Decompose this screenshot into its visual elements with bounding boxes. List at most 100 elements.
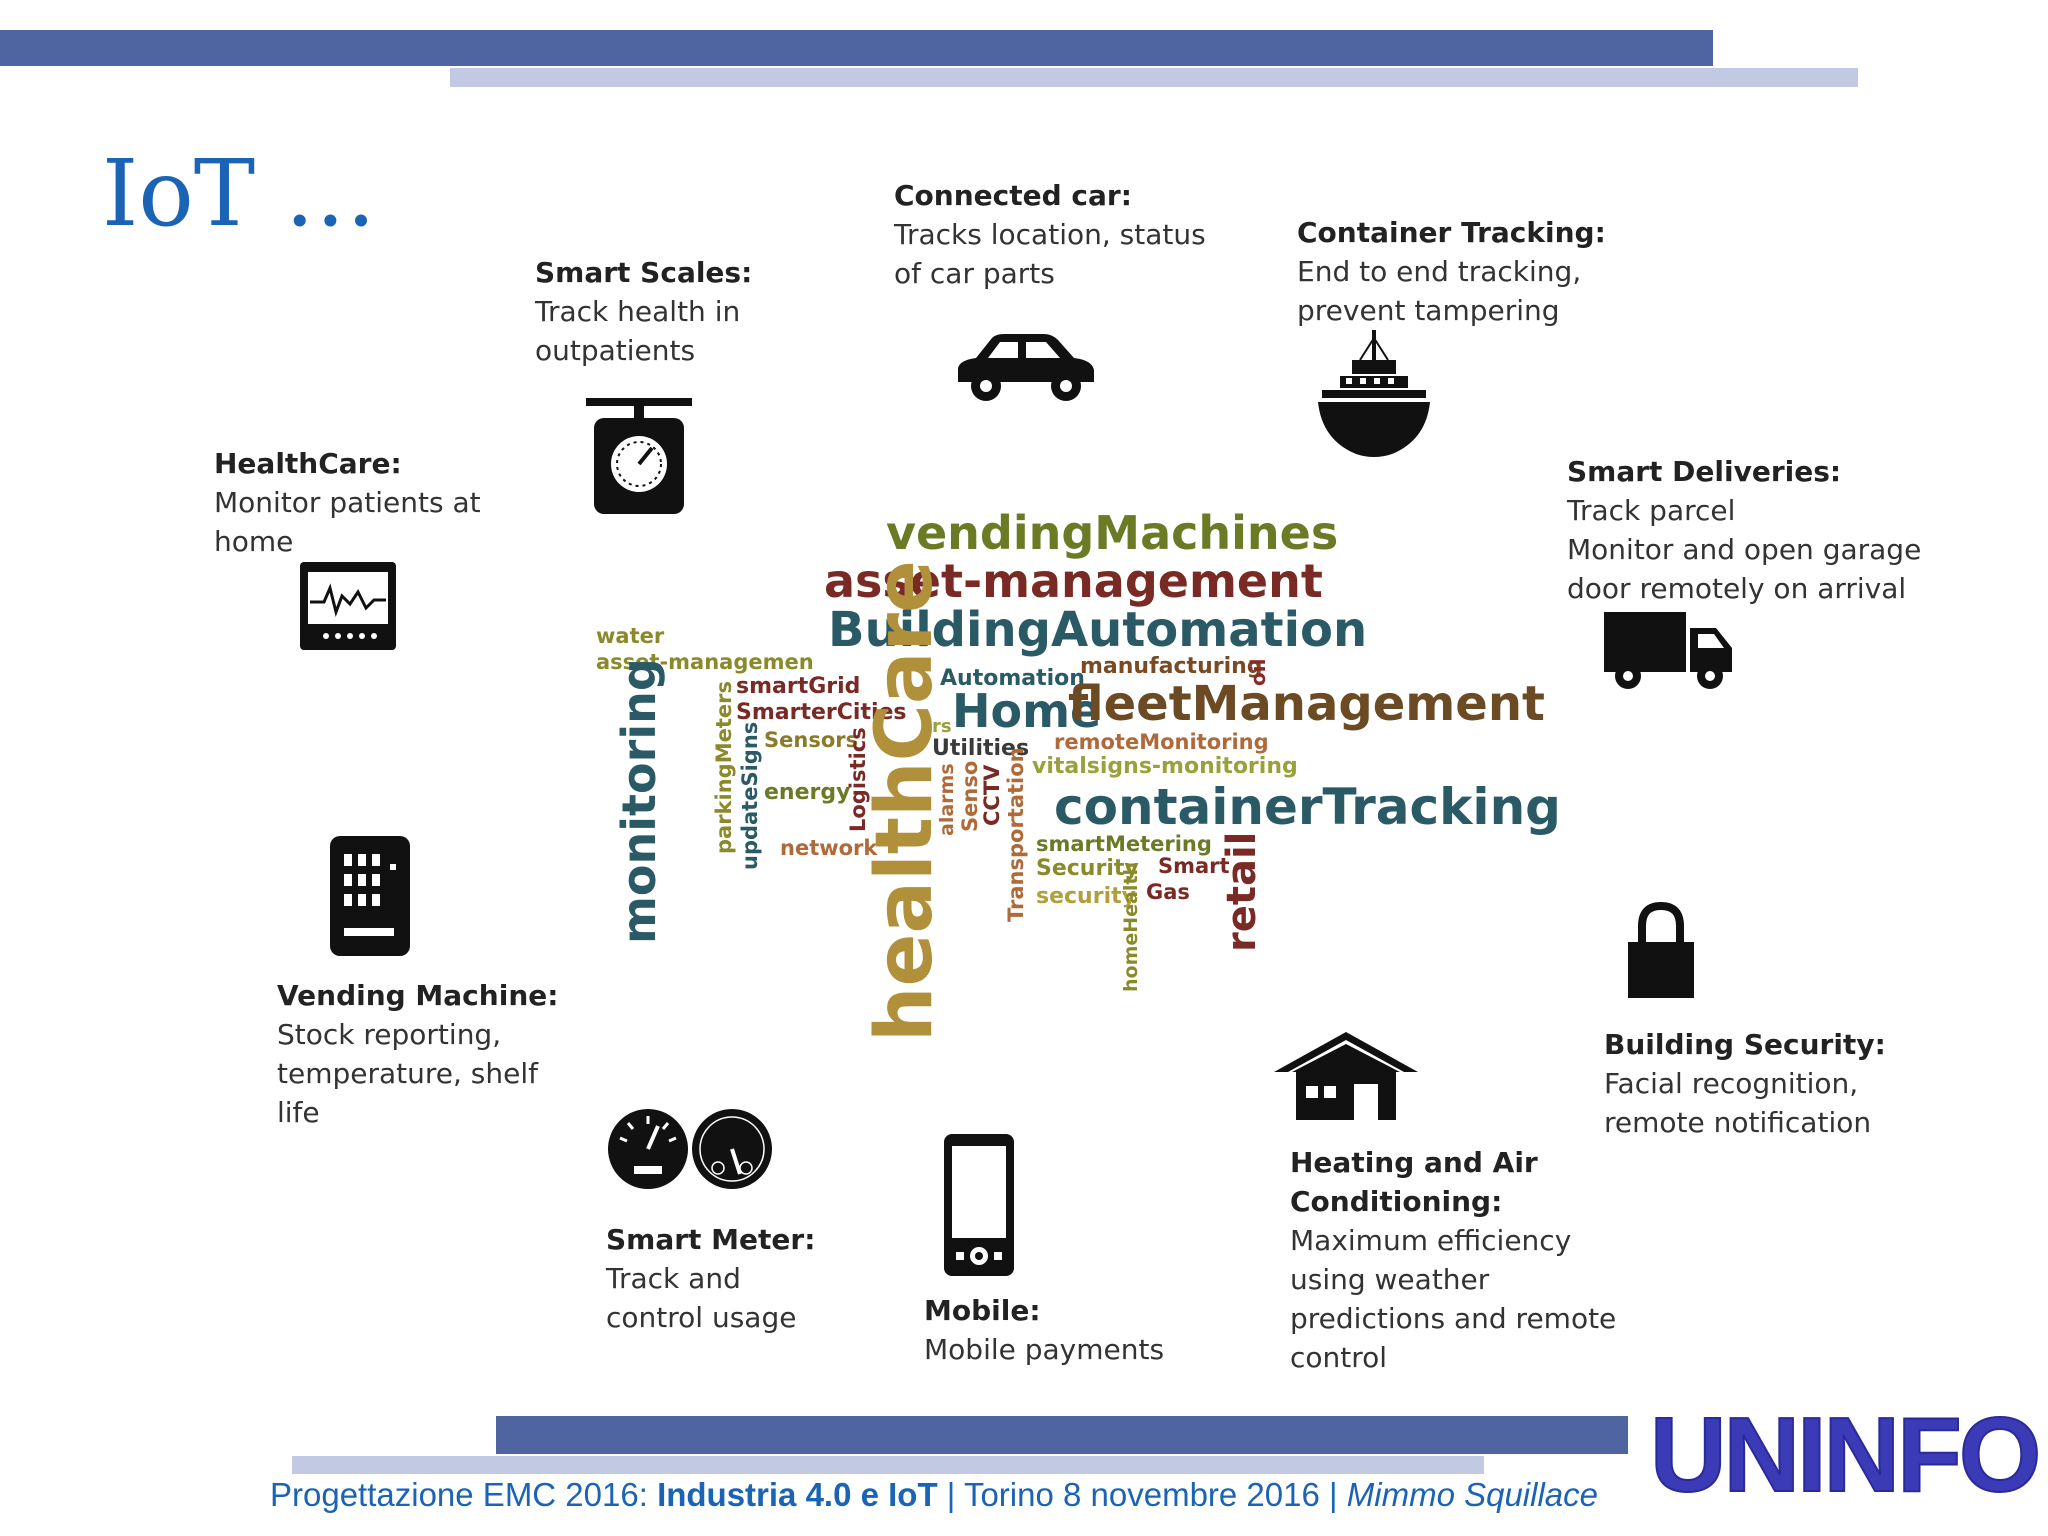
callout-building-security: Building Security: Facial recognition, r…	[1604, 1025, 1886, 1142]
callout-connected-car-line: Tracks location, status	[894, 218, 1206, 251]
callout-smart-meter-line: Track and	[606, 1262, 741, 1295]
callout-smart-scales-head: Smart Scales:	[535, 256, 753, 289]
callout-vending-machine-head: Vending Machine:	[277, 979, 559, 1012]
footer-bar-light	[292, 1456, 1484, 1474]
callout-hvac-line: predictions and remote	[1290, 1302, 1617, 1335]
callout-container-tracking-line: prevent tampering	[1297, 294, 1560, 327]
callout-container-tracking: Container Tracking: End to end tracking,…	[1297, 213, 1606, 330]
word-asset-management: asset-management	[824, 554, 1323, 608]
callout-container-tracking-head: Container Tracking:	[1297, 216, 1606, 249]
footer-prefix: Progettazione EMC 2016:	[270, 1476, 658, 1513]
callout-vending-machine-line: life	[277, 1096, 320, 1129]
word-security-cap: Security	[1036, 856, 1139, 881]
callout-hvac-line: control	[1290, 1341, 1388, 1374]
word-utilities: Utilities	[932, 736, 1030, 761]
callout-container-tracking-line: End to end tracking,	[1297, 255, 1582, 288]
word-healthcare: healthCare	[860, 560, 950, 1042]
callout-smart-meter-head: Smart Meter:	[606, 1223, 816, 1256]
callout-healthcare: HealthCare: Monitor patients at home	[214, 444, 481, 561]
word-senso: Senso	[958, 760, 982, 832]
callout-vending-machine-line: Stock reporting,	[277, 1018, 502, 1051]
callout-smart-meter: Smart Meter: Track and control usage	[606, 1220, 815, 1337]
callout-mobile-head: Mobile:	[924, 1294, 1041, 1327]
callout-hvac-line: using weather	[1290, 1263, 1490, 1296]
word-homehealth: homeHealth	[1120, 862, 1142, 992]
callout-hvac-head: Conditioning:	[1290, 1185, 1503, 1218]
callout-hvac-line: Maximum efficiency	[1290, 1224, 1572, 1257]
callout-vending-machine-line: temperature, shelf	[277, 1057, 538, 1090]
callout-smart-deliveries-line: Monitor and open garage	[1567, 533, 1922, 566]
callout-building-security-head: Building Security:	[1604, 1028, 1886, 1061]
word-smartmetering: smartMetering	[1036, 832, 1212, 856]
word-home: Home	[952, 684, 1102, 738]
callout-smart-meter-line: control usage	[606, 1301, 797, 1334]
word-containertracking: containerTracking	[1054, 778, 1561, 836]
meter-gauges-icon	[606, 1106, 772, 1192]
word-water: water	[596, 624, 665, 648]
house-icon	[1274, 1032, 1418, 1120]
heart-monitor-icon	[300, 562, 396, 650]
callout-building-security-line: remote notification	[1604, 1106, 1872, 1139]
callout-connected-car: Connected car: Tracks location, status o…	[894, 176, 1206, 293]
callout-smart-scales: Smart Scales: Track health in outpatient…	[535, 253, 752, 370]
word-smart: Smart	[1158, 854, 1230, 878]
header-bar-dark	[0, 30, 1713, 66]
callout-smart-deliveries: Smart Deliveries: Track parcel Monitor a…	[1567, 452, 1921, 608]
footer-bar-dark	[496, 1416, 1628, 1454]
word-asset-managemen: asset-managemen	[596, 650, 814, 674]
word-energy: energy	[764, 780, 851, 805]
callout-mobile: Mobile: Mobile payments	[924, 1291, 1164, 1369]
word-vitalsigns-monitoring: vitalsigns-monitoring	[1032, 754, 1298, 779]
ship-icon	[1316, 330, 1432, 460]
callout-vending-machine: Vending Machine: Stock reporting, temper…	[277, 976, 558, 1132]
header-bar-light	[450, 68, 1858, 87]
word-network: network	[780, 836, 878, 860]
callout-connected-car-head: Connected car:	[894, 179, 1132, 212]
callout-mobile-line: Mobile payments	[924, 1333, 1165, 1366]
scale-icon	[586, 398, 692, 514]
word-manufacturing: manufacturing	[1080, 654, 1263, 679]
callout-smart-deliveries-line: Track parcel	[1567, 494, 1736, 527]
slide-title: IoT …	[102, 140, 377, 247]
word-security: security	[1036, 884, 1136, 909]
word-buildingautomation: BuildingAutomation	[828, 602, 1368, 658]
callout-healthcare-line: Monitor patients at	[214, 486, 481, 519]
word-remotemonitoring: remoteMonitoring	[1054, 730, 1269, 754]
callout-smart-deliveries-line: door remotely on arrival	[1567, 572, 1907, 605]
word-updatesigns: updateSigns	[738, 721, 762, 870]
callout-smart-deliveries-head: Smart Deliveries:	[1567, 455, 1842, 488]
word-alarms: alarms	[936, 763, 958, 836]
vending-machine-icon	[330, 836, 410, 956]
word-parkingmeters: parkingMeters	[712, 681, 736, 854]
word-transportation: Transportation	[1004, 747, 1028, 922]
callout-hvac-head: Heating and Air	[1290, 1146, 1538, 1179]
word-smartgrid: smartGrid	[736, 674, 861, 699]
word-monitoring: monitoring	[612, 658, 666, 944]
callout-connected-car-line: of car parts	[894, 257, 1055, 290]
word-vendingmachines: vendingMachines	[886, 506, 1339, 560]
callout-building-security-line: Facial recognition,	[1604, 1067, 1859, 1100]
callout-healthcare-head: HealthCare:	[214, 447, 402, 480]
word-smartercities: SmarterCities	[736, 700, 907, 725]
word-rs: rs	[932, 716, 952, 737]
word-sensors: Sensors	[764, 728, 859, 752]
footer-text: Progettazione EMC 2016: Industria 4.0 e …	[270, 1476, 1598, 1514]
car-icon	[948, 332, 1098, 404]
word-cctv: CCTV	[980, 764, 1004, 826]
iot-word-cloud: vendingMachines asset-management Buildin…	[580, 500, 1561, 1060]
callout-smart-scales-line: outpatients	[535, 334, 696, 367]
callout-hvac: Heating and Air Conditioning: Maximum ef…	[1290, 1143, 1616, 1377]
word-fleetmanagement: fleetManagement	[1068, 676, 1545, 732]
word-gas: Gas	[1146, 880, 1190, 904]
padlock-icon	[1628, 902, 1694, 998]
footer-middle: | Torino 8 novembre 2016 |	[937, 1476, 1347, 1513]
uninfo-logo: UNINFO	[1649, 1396, 2042, 1514]
footer-bold: Industria 4.0 e IoT	[657, 1476, 938, 1513]
footer-author: Mimmo Squillace	[1346, 1476, 1599, 1513]
truck-icon	[1604, 612, 1734, 692]
callout-smart-scales-line: Track health in	[535, 295, 741, 328]
callout-healthcare-line: home	[214, 525, 294, 558]
word-automation: Automation	[940, 666, 1085, 691]
word-retail: retail	[1219, 831, 1265, 952]
mobile-phone-icon	[944, 1134, 1014, 1276]
